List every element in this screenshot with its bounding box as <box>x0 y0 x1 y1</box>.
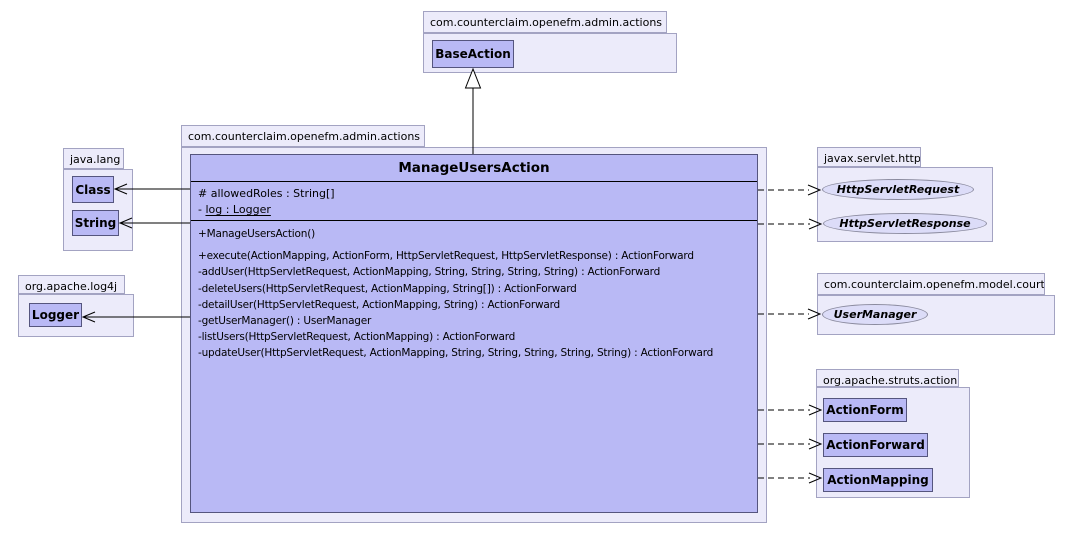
method-row-deleteusers: -deleteUsers(HttpServletRequest, ActionM… <box>198 282 577 295</box>
class-name-actionforward: ActionForward <box>826 438 925 452</box>
package-tab-log4j: org.apache.log4j <box>18 275 125 294</box>
class-name-string: String <box>74 216 117 230</box>
class-name-logger: Logger <box>31 308 80 322</box>
method-row-listusers: -listUsers(HttpServletRequest, ActionMap… <box>198 331 516 344</box>
interface-ellipse-httpservletresponse[interactable]: HttpServletResponse <box>823 213 987 234</box>
class-name-actionform: ActionForm <box>826 403 904 417</box>
field-visibility: - <box>198 203 206 216</box>
class-box-actionforward[interactable]: ActionForward <box>823 433 928 457</box>
interface-ellipse-httpservletrequest[interactable]: HttpServletRequest <box>822 179 974 200</box>
package-name: org.apache.log4j <box>25 280 118 293</box>
method-row-adduser: -addUser(HttpServletRequest, ActionMappi… <box>198 266 661 279</box>
interface-ellipse-usermanager[interactable]: UserManager <box>822 304 928 325</box>
package-tab-struts-action: org.apache.struts.action <box>816 369 959 387</box>
interface-name: UserManager <box>833 308 917 321</box>
generalization-arrow-baseaction <box>464 67 482 154</box>
methods-compartment: +ManageUsersAction() +execute(ActionMapp… <box>191 221 757 362</box>
package-tab-java-lang: java.lang <box>63 148 124 169</box>
method-row-execute: +execute(ActionMapping, ActionForm, Http… <box>198 250 694 263</box>
package-name: org.apache.struts.action <box>823 374 958 387</box>
class-name-class: Class <box>75 182 111 197</box>
method-row-getusermanager: -getUserManager() : UserManager <box>198 315 372 328</box>
class-box-class[interactable]: Class <box>72 176 114 203</box>
dependency-arrow-actionform <box>758 404 823 416</box>
package-name: com.counterclaim.openefm.admin.actions <box>188 130 421 143</box>
class-title: ManageUsersAction <box>191 155 757 182</box>
class-box-logger[interactable]: Logger <box>29 303 82 327</box>
dependency-arrow-httpservletrequest <box>758 184 822 196</box>
dependency-arrow-httpservletresponse <box>758 218 823 230</box>
package-tab-servlet-http: javax.servlet.http <box>817 147 921 167</box>
fields-compartment: # allowedRoles : String[] - log : Logger <box>191 182 757 221</box>
class-box-baseaction[interactable]: BaseAction <box>432 40 514 68</box>
interface-name: HttpServletRequest <box>836 183 960 196</box>
class-manageusersaction[interactable]: ManageUsersAction # allowedRoles : Strin… <box>190 154 758 513</box>
constructor-row: +ManageUsersAction() <box>198 228 315 240</box>
field-visibility: # <box>198 187 211 200</box>
package-name: com.counterclaim.openefm.admin.actions <box>430 16 663 29</box>
dependency-arrow-actionmapping <box>758 472 823 484</box>
package-tab-admin-actions-main: com.counterclaim.openefm.admin.actions <box>181 125 425 147</box>
class-box-actionform[interactable]: ActionForm <box>823 398 907 422</box>
package-tab-admin-actions-top: com.counterclaim.openefm.admin.actions <box>423 11 667 33</box>
package-name: java.lang <box>70 153 121 166</box>
dependency-arrow-usermanager <box>758 308 822 320</box>
method-row-detailuser: -detailUser(HttpServletRequest, ActionMa… <box>198 298 560 311</box>
class-name-actionmapping: ActionMapping <box>827 473 929 487</box>
dependency-arrow-actionforward <box>758 438 823 450</box>
field-allowedroles: # allowedRoles : String[] <box>198 186 757 202</box>
package-name: com.counterclaim.openefm.model.court <box>824 278 1045 291</box>
package-name: javax.servlet.http <box>824 152 921 165</box>
method-row-updateuser: -updateUser(HttpServletRequest, ActionMa… <box>198 347 714 360</box>
field-text: allowedRoles : String[] <box>210 187 335 200</box>
field-text-static: log : Logger <box>205 203 271 216</box>
interface-name: HttpServletResponse <box>839 217 971 230</box>
class-box-string[interactable]: String <box>72 210 119 236</box>
class-box-actionmapping[interactable]: ActionMapping <box>823 468 933 492</box>
class-name-baseaction: BaseAction <box>435 47 511 61</box>
field-log: - log : Logger <box>198 202 757 218</box>
package-tab-model-court: com.counterclaim.openefm.model.court <box>817 273 1045 295</box>
